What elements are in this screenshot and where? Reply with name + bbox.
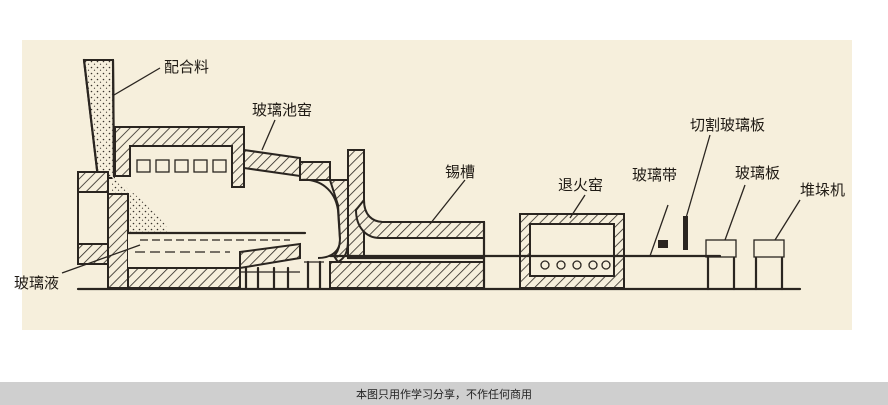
label-cutting: 切割玻璃板: [690, 116, 765, 134]
support-legs: [240, 260, 324, 290]
label-batch: 配合料: [164, 58, 209, 76]
molten-glass-pool: [128, 233, 300, 268]
glass-sheet-rack: [705, 239, 737, 291]
furnace-crown: [114, 126, 245, 188]
label-tank-furnace: 玻璃池窑: [252, 101, 312, 119]
annealing-lehr-inner: [529, 223, 615, 277]
diagram-area: 配合料 玻璃池窑 锡槽 退火窑 玻璃带 切割玻璃板 玻璃板 堆垛机 玻璃液: [14, 40, 852, 330]
label-molten-glass: 玻璃液: [14, 274, 59, 292]
furnace-left-block-top: [77, 171, 109, 193]
cutter-base: [658, 240, 668, 248]
stacker-machine: [753, 239, 785, 291]
label-stacker: 堆垛机: [800, 181, 845, 199]
label-glass-ribbon: 玻璃带: [632, 166, 677, 184]
cutter-blade: [683, 216, 688, 250]
leader-lines: [61, 67, 801, 274]
footer-notice-text: 本图只用作学习分享，不作任何商用: [356, 387, 532, 401]
label-glass-sheet: 玻璃板: [735, 164, 780, 182]
burner-ports: [136, 159, 227, 173]
float-glass-process-diagram: 配合料 玻璃池窑 锡槽 退火窑 玻璃带 切割玻璃板 玻璃板 堆垛机 玻璃液: [14, 40, 852, 330]
footer-notice-bar: 本图只用作学习分享，不作任何商用: [0, 382, 888, 405]
furnace-inner-wall: [107, 193, 129, 289]
furnace-left-block-bottom: [77, 243, 109, 265]
tin-bath-body: [329, 261, 485, 289]
label-tin-bath: 锡槽: [445, 163, 475, 181]
canal-roof: [299, 161, 331, 181]
furnace-floor: [127, 267, 241, 289]
furnace-left-block-mid: [77, 191, 109, 245]
lehr-rollers: [540, 260, 611, 270]
label-annealing-lehr: 退火窑: [558, 176, 603, 194]
furnace-bridge: [239, 242, 301, 270]
